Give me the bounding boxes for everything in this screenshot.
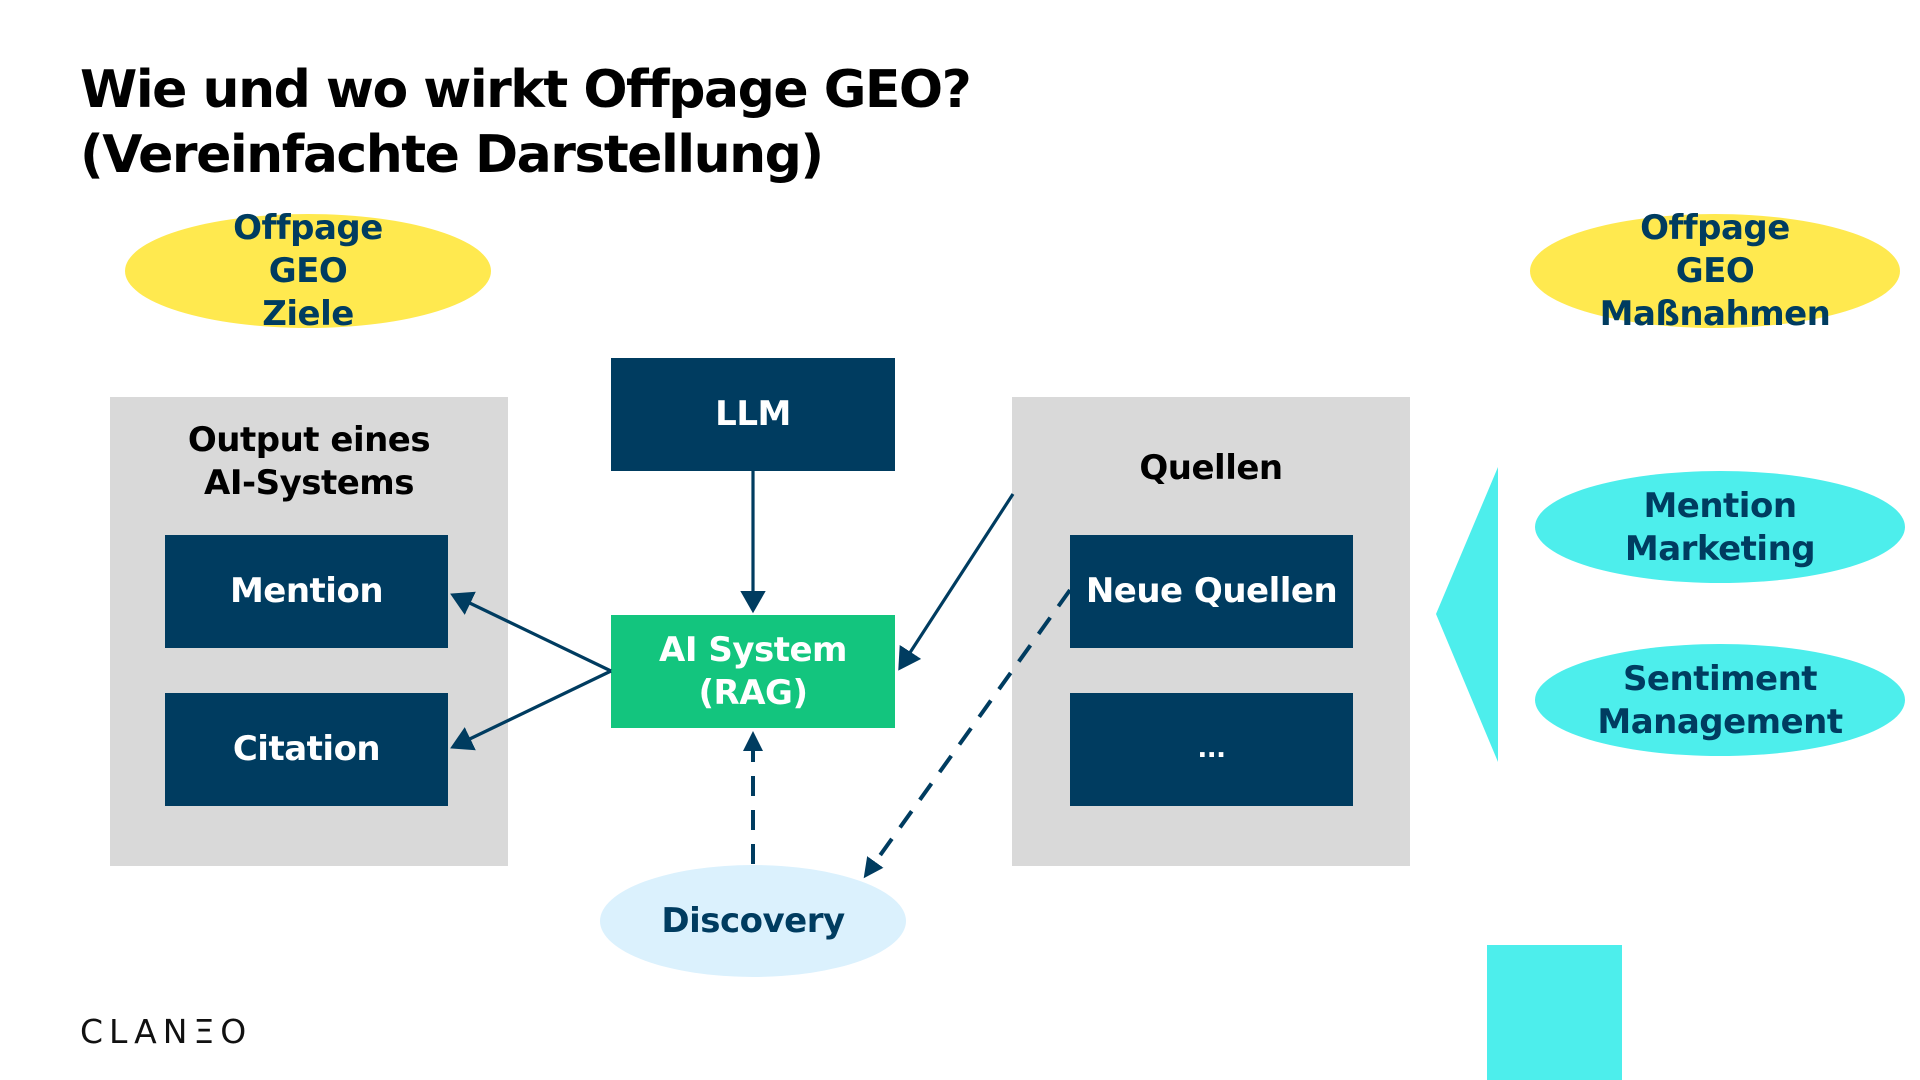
citation-box: Citation [165, 693, 448, 806]
measures-badge-line-3: Maßnahmen [1599, 293, 1831, 334]
title-line-2: (Vereinfachte Darstellung) [80, 125, 824, 185]
output-group-label-line-1: Output eines [187, 420, 431, 460]
discovery-ellipse [600, 865, 906, 977]
llm-box: LLM [611, 358, 895, 471]
ai-system-label-line-2: (RAG) [698, 672, 808, 713]
title-line-1: Wie und wo wirkt Offpage GEO? [80, 60, 972, 120]
output-group-label-line-2: AI-Systems [204, 463, 414, 503]
mention-label: Mention [229, 571, 384, 611]
new-sources-label: Neue Quellen [1085, 571, 1338, 611]
mention-box: Mention [165, 535, 448, 648]
more-sources-box: ... [1070, 693, 1353, 806]
new-sources-box: Neue Quellen [1070, 535, 1353, 648]
arrow-ai-system-to-mention [450, 591, 612, 673]
mention-marketing-line-2: Marketing [1624, 529, 1816, 569]
measures-arrow-triangle [1436, 467, 1498, 762]
discovery-label: Discovery [603, 900, 903, 943]
sentiment-management-line-2: Management [1597, 702, 1843, 742]
measures-badge-line-2: GEO [1675, 250, 1755, 291]
measures-badge-line-1: Offpage [1640, 207, 1790, 248]
decorative-cyan-square [1487, 945, 1622, 1080]
mention-marketing-label: Mention Marketing [1570, 485, 1870, 571]
ai-system-label-line-1: AI System [659, 629, 847, 670]
output-group-label: Output eines AI-Systems [110, 419, 508, 505]
measures-badge: Offpage GEO Maßnahmen [1565, 207, 1865, 335]
more-sources-label: ... [1197, 734, 1226, 764]
dashed-arrow-new-sources-to-discovery [863, 588, 1072, 879]
arrow-sources-to-ai-system [898, 493, 1015, 671]
goals-badge-line-3: Ziele [262, 293, 354, 334]
sources-group-label: Quellen [1139, 448, 1283, 488]
sentiment-management-line-1: Sentiment [1622, 659, 1818, 699]
goals-badge-line-2: GEO [268, 250, 348, 291]
mention-marketing-ellipse [1535, 471, 1905, 583]
claneo-logo: CLANΞO [80, 1012, 253, 1051]
llm-label: LLM [715, 394, 791, 434]
goals-ellipse [125, 214, 491, 328]
ai-system-box: AI System (RAG) [611, 615, 895, 728]
sentiment-management-label: Sentiment Management [1570, 658, 1870, 744]
arrow-ai-system-to-citation [450, 669, 612, 751]
citation-label: Citation [232, 729, 381, 769]
mention-marketing-line-1: Mention [1643, 486, 1797, 526]
measures-ellipse [1530, 214, 1900, 328]
goals-badge-line-1: Offpage [233, 207, 383, 248]
sentiment-management-ellipse [1535, 644, 1905, 756]
slide-title: Wie und wo wirkt Offpage GEO? (Vereinfac… [80, 58, 972, 188]
goals-badge: Offpage GEO Ziele [158, 207, 458, 335]
discovery-text: Discovery [661, 901, 845, 941]
